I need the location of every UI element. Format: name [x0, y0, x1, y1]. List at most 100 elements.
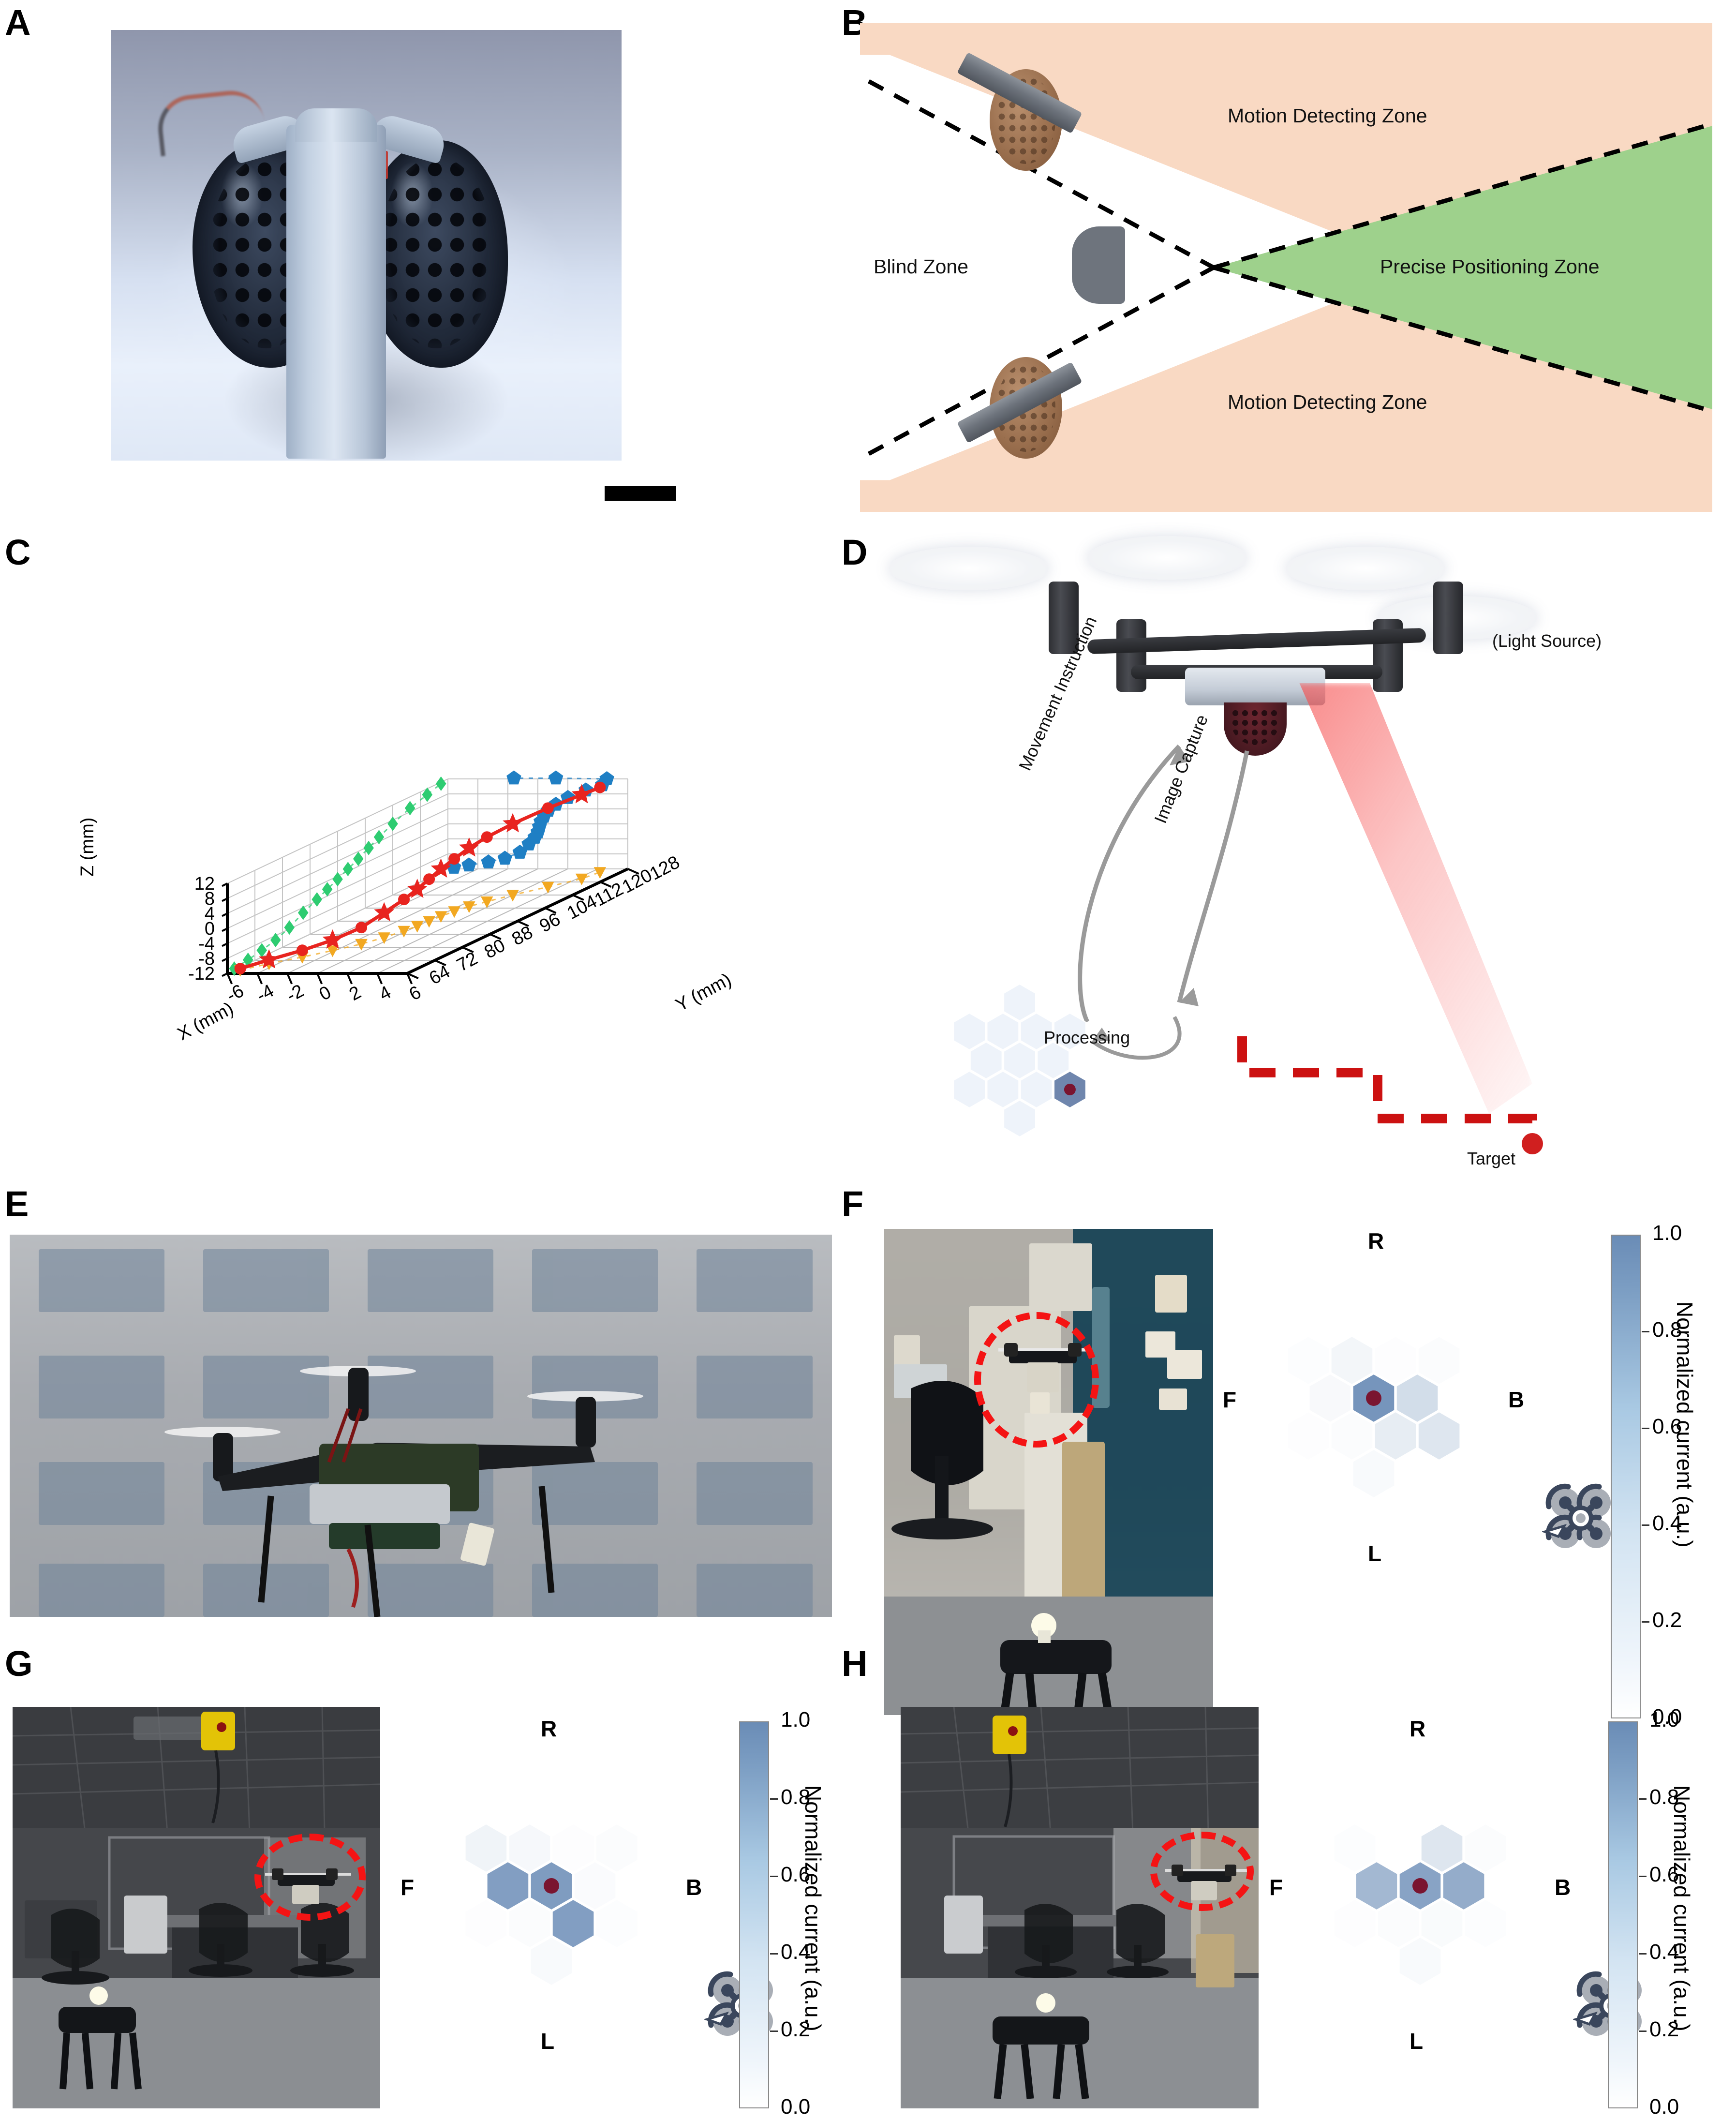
colorbar-tick	[1642, 1428, 1649, 1429]
panel-label-d: D	[842, 532, 868, 572]
colorbar-tick	[1642, 1331, 1649, 1332]
panel-g-photo	[13, 1707, 380, 2108]
heading-arrow-icon	[1541, 1523, 1567, 1538]
label-motion-detecting-zone-bottom: Motion Detecting Zone	[1228, 391, 1427, 413]
colorbar-tick	[1642, 1524, 1649, 1526]
hex-cell	[953, 1012, 986, 1051]
panel-g-colorbar-title: Normalized current (a.u.)	[801, 1785, 826, 2031]
colorbar-tick	[1639, 2030, 1647, 2032]
svg-text:4: 4	[205, 904, 215, 924]
panel-label-f: F	[842, 1184, 864, 1224]
colorbar-tick-label: 0.4	[1652, 1511, 1682, 1535]
propeller-blur-front-right	[1286, 547, 1445, 590]
colorbar-tick-label: 0.6	[1652, 1415, 1682, 1438]
hex-cell	[595, 1898, 638, 1949]
quadruped-robot	[59, 1986, 142, 2090]
motor-front-left	[1049, 582, 1079, 654]
quadruped-robot	[993, 1993, 1089, 2099]
sensor-center-marker	[544, 1878, 559, 1894]
colorbar-tick-label: 1.0	[1649, 1708, 1679, 1732]
svg-text:-8: -8	[198, 949, 215, 969]
hex-cell	[508, 1898, 551, 1949]
hex-cell	[464, 1823, 508, 1873]
panel-f-hex-heatmap	[1238, 1258, 1509, 1538]
colorbar-tick	[770, 2030, 778, 2032]
svg-text:0: 0	[316, 982, 334, 1005]
panel-f-photo	[884, 1229, 1213, 1715]
panel-h-photo	[901, 1707, 1259, 2108]
panel-h-direction-left: F	[1269, 1875, 1283, 1900]
colorbar-gradient	[1611, 1235, 1641, 1718]
colorbar-tick	[770, 1876, 778, 1877]
panel-e-photo	[10, 1235, 832, 1617]
panel-f-direction-right: B	[1508, 1387, 1525, 1412]
colorbar-tick-label: 0.0	[1652, 1705, 1682, 1729]
hex-cell	[986, 1012, 1020, 1051]
colorbar-tick-label: 0.2	[1652, 1608, 1682, 1632]
drone-highlight-circle	[1150, 1832, 1254, 1911]
propeller-blur-rear-left	[1087, 536, 1247, 580]
panel-label-c: C	[5, 532, 31, 572]
hex-cell	[1398, 1785, 1442, 1836]
quadcopter-in-flight	[164, 1366, 643, 1617]
hex-cell	[1355, 1861, 1398, 1911]
colorbar-tick-label: 0.0	[1649, 2095, 1679, 2119]
panel-g-hex-heatmap	[416, 1746, 687, 2026]
label-blind-zone: Blind Zone	[874, 255, 969, 278]
svg-text:0: 0	[205, 919, 215, 939]
hex-cell	[1330, 1335, 1374, 1386]
panel-d-arrows	[1078, 744, 1537, 1145]
panel-f-colorbar-title: Normalized current (a.u.)	[1672, 1301, 1697, 1548]
panel-g-direction-top: R	[541, 1716, 557, 1741]
hex-cell	[1308, 1373, 1352, 1423]
colorbar-tick	[770, 1953, 778, 1955]
sensor-hub	[1072, 226, 1125, 304]
svg-text:88: 88	[509, 922, 536, 950]
hex-cell	[1352, 1448, 1395, 1499]
target-light-source-dot	[1522, 1133, 1543, 1154]
panel-g-direction-left: F	[401, 1875, 415, 1900]
panel-f-direction-top: R	[1368, 1228, 1384, 1254]
svg-text:-2: -2	[283, 981, 308, 1006]
hex-cell	[486, 1861, 530, 1911]
heading-arrow-icon	[703, 2011, 729, 2026]
panel-h-direction-bottom: L	[1410, 2029, 1424, 2054]
hex-cell	[530, 1936, 573, 1986]
hex-cell	[1287, 1411, 1330, 1461]
svg-text:12: 12	[194, 874, 215, 894]
svg-text:4: 4	[376, 982, 394, 1005]
processing-hex-array	[899, 964, 1150, 1157]
colorbar-tick-label: 0.6	[1649, 1863, 1679, 1886]
sensor-mount-post	[286, 108, 386, 459]
svg-text:72: 72	[454, 948, 481, 976]
label-processing: Processing	[1044, 1028, 1130, 1047]
hex-cell	[530, 1785, 573, 1836]
colorbar-tick	[1639, 1798, 1647, 1800]
label-target: Target	[1467, 1149, 1516, 1168]
hex-cell	[1417, 1411, 1461, 1461]
colorbar-gradient	[1608, 1721, 1638, 2108]
colorbar-tick-label: 0.8	[1652, 1318, 1682, 1342]
panel-label-g: G	[5, 1643, 33, 1684]
colorbar-tick-label: 0.2	[781, 2017, 811, 2041]
svg-text:-12: -12	[188, 964, 215, 984]
svg-text:64: 64	[426, 961, 454, 989]
hex-cell	[551, 1898, 595, 1949]
colorbar-gradient	[739, 1721, 769, 2108]
hex-cell	[986, 1070, 1020, 1109]
colorbar-tick-label: 0.8	[1649, 1785, 1679, 1809]
panel-b-diagram: Motion Detecting Zone Motion Detecting Z…	[860, 23, 1712, 512]
svg-text:8: 8	[205, 889, 215, 909]
panel-label-e: E	[5, 1184, 29, 1224]
drone-highlight-circle	[974, 1312, 1099, 1448]
colorbar-tick-label: 1.0	[1652, 1221, 1682, 1245]
hex-cell	[551, 1823, 595, 1873]
panel-label-h: H	[842, 1643, 868, 1684]
colorbar-tick-label: 0.6	[781, 1863, 811, 1886]
motor-front-right	[1433, 582, 1463, 654]
hex-cell	[1003, 983, 1036, 1022]
